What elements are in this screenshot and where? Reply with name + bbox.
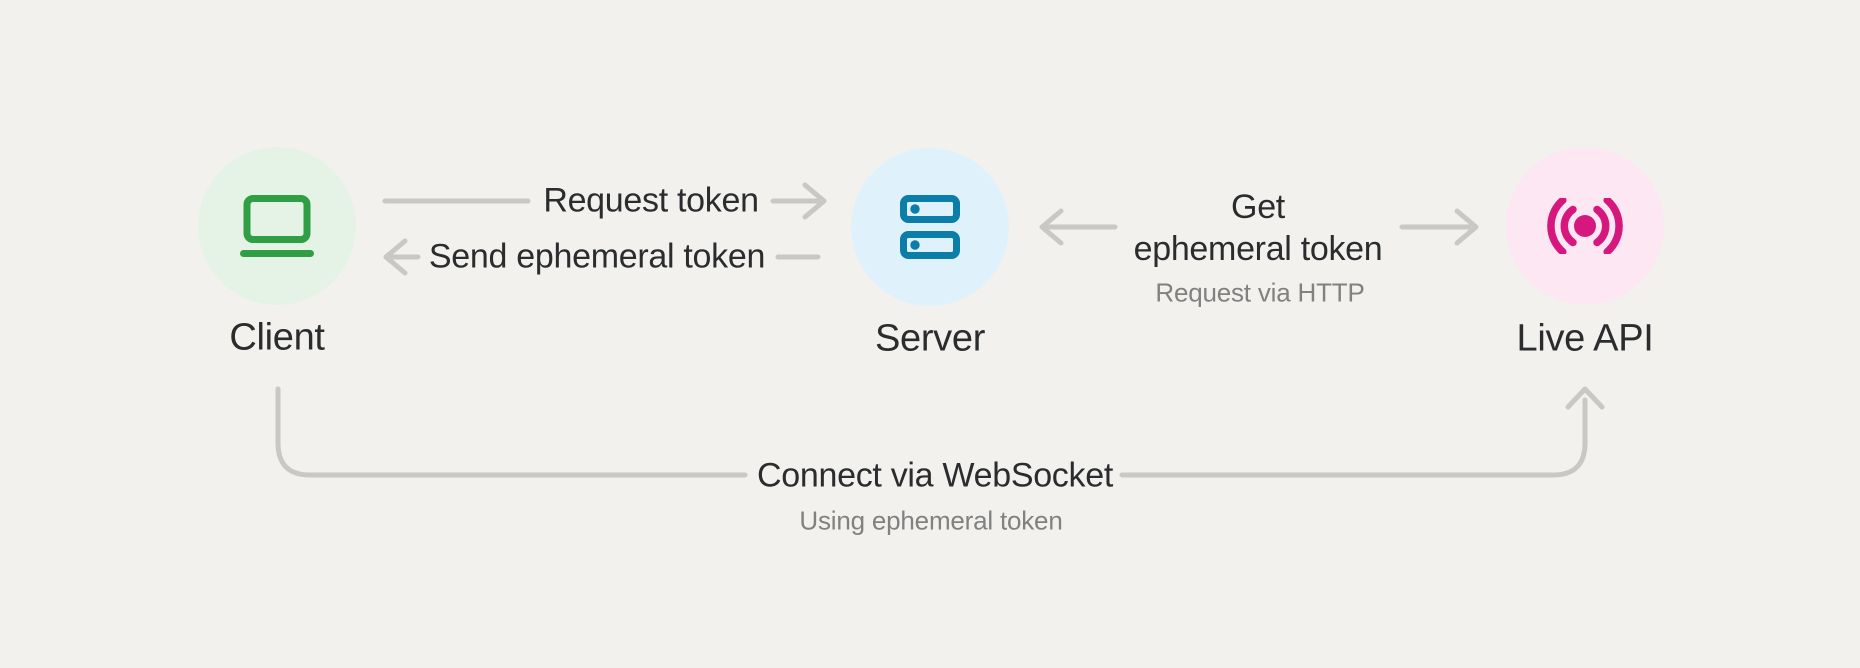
send-token-arrowhead-left [383, 238, 421, 276]
request-token-label: Request token [543, 181, 759, 220]
laptop-icon [240, 195, 314, 257]
client-circle [198, 147, 356, 305]
get-token-arrow-toward-liveapi [1399, 208, 1479, 246]
get-ephemeral-token-label-line1: Get [1231, 188, 1285, 226]
server-stack-icon [900, 195, 960, 259]
send-ephemeral-token-label: Send ephemeral token [428, 237, 766, 276]
request-via-http-sublabel: Request via HTTP [1155, 277, 1365, 308]
websocket-connector-left [275, 386, 748, 478]
server-circle [851, 148, 1009, 306]
websocket-connector-right-arrowhead [1119, 386, 1605, 478]
get-ephemeral-token-label: Get ephemeral token [1134, 186, 1383, 270]
request-token-arrowhead-right [770, 182, 827, 220]
get-token-arrow-toward-server [1039, 208, 1118, 246]
server-label: Server [874, 317, 986, 360]
client-label: Client [229, 316, 325, 359]
get-ephemeral-token-label-line2: ephemeral token [1133, 230, 1383, 268]
live-broadcast-icon [1547, 198, 1623, 254]
connect-via-websocket-label: Connect via WebSocket [757, 456, 1113, 495]
live-api-label: Live API [1516, 317, 1654, 360]
using-ephemeral-token-sublabel: Using ephemeral token [799, 505, 1063, 536]
live-api-circle [1506, 147, 1664, 305]
